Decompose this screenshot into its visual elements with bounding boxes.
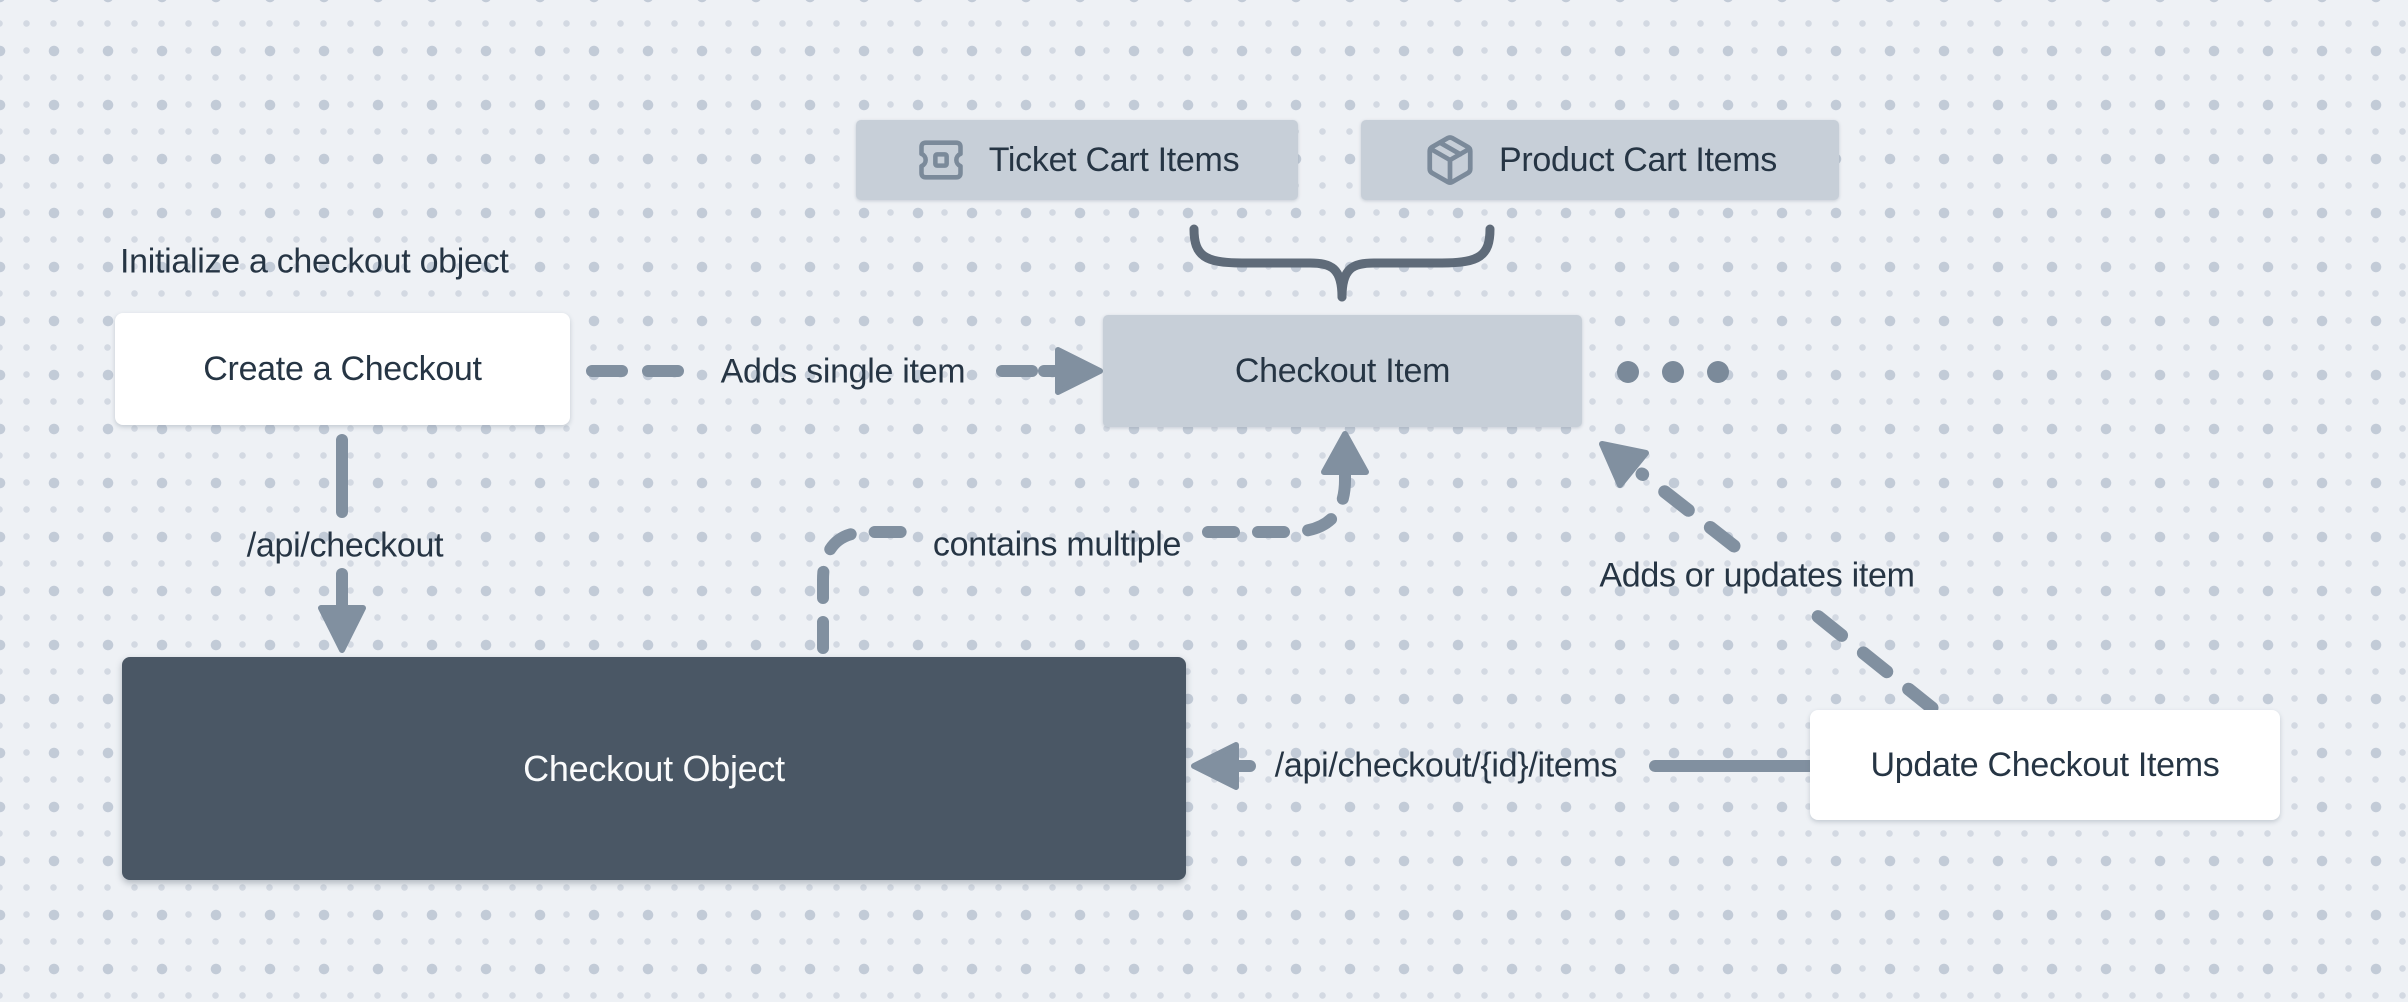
node-label: Checkout Item: [1234, 351, 1451, 390]
label-adds-or-updates-item: Adds or updates item: [1599, 556, 1915, 595]
label-initialize-checkout: Initialize a checkout object: [120, 242, 509, 281]
api-checkout-arrow: [318, 434, 366, 653]
adds-or-updates-arrow: [1599, 441, 1939, 715]
package-icon: [1427, 135, 1473, 185]
ticket-icon: [918, 140, 963, 180]
label-adds-single-item: Adds single item: [720, 352, 966, 391]
label-contains-multiple: contains multiple: [932, 525, 1182, 564]
node-create-a-checkout: Create a Checkout: [115, 313, 570, 425]
node-label: Checkout Object: [523, 747, 785, 789]
node-update-checkout-items: Update Checkout Items: [1810, 710, 2280, 820]
label-api-checkout: /api/checkout: [246, 526, 444, 565]
ellipsis-icon: [1617, 361, 1729, 383]
node-label: Ticket Cart Items: [988, 140, 1240, 179]
node-ticket-cart-items: Ticket Cart Items: [856, 120, 1298, 200]
node-product-cart-items: Product Cart Items: [1361, 120, 1839, 200]
adds-single-item-arrow: [586, 347, 1103, 395]
label-api-checkout-id-items: /api/checkout/{id}/items: [1274, 746, 1618, 785]
node-label: Update Checkout Items: [1870, 745, 2220, 784]
api-checkout-items-arrow: [1191, 742, 1818, 790]
contains-multiple-arrow: [817, 431, 1369, 654]
node-checkout-object: Checkout Object: [122, 657, 1186, 880]
node-label: Create a Checkout: [203, 349, 482, 388]
node-checkout-item: Checkout Item: [1103, 315, 1582, 427]
node-label: Product Cart Items: [1498, 140, 1778, 179]
brace-connector: [1189, 224, 1495, 302]
